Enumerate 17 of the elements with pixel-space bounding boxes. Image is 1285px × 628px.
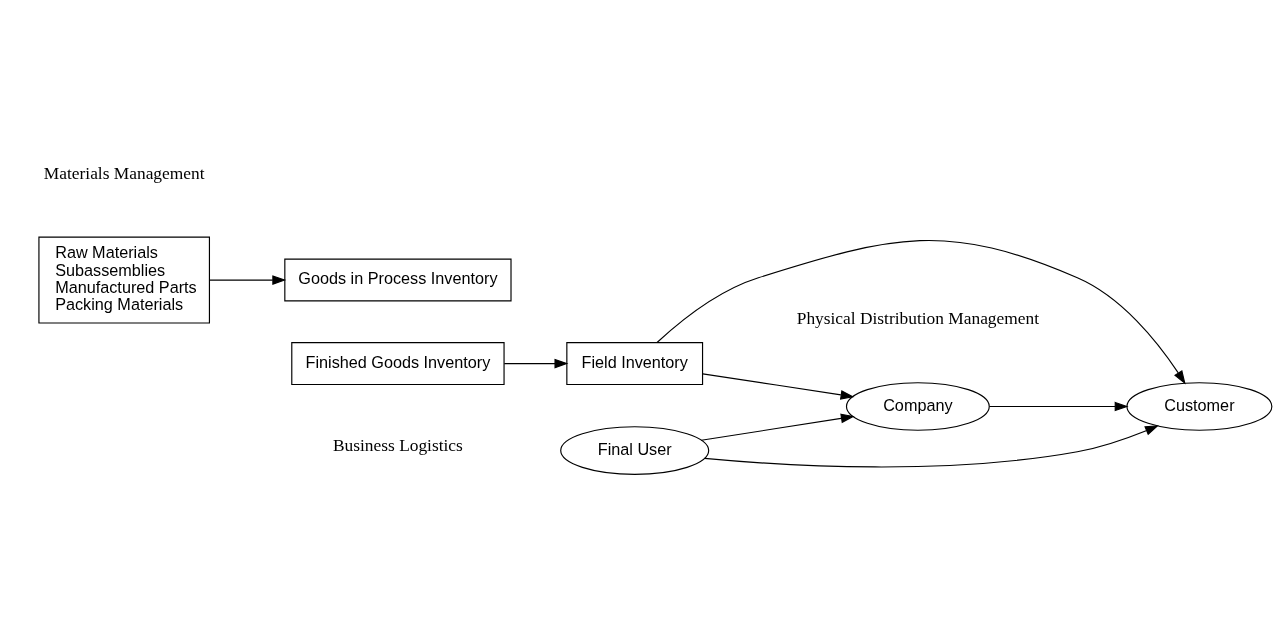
node-box: Field Inventory bbox=[566, 342, 704, 386]
arrow bbox=[209, 275, 287, 285]
label: Business Logistics bbox=[333, 436, 463, 456]
arrow bbox=[704, 425, 1159, 468]
arrow bbox=[700, 413, 855, 441]
node-box: Raw Materials Subassemblies Manufactured Parts Packing Materials bbox=[38, 236, 210, 324]
arrow bbox=[988, 401, 1129, 412]
node-ellipse: Company bbox=[845, 382, 990, 431]
label: Materials Management bbox=[43, 163, 205, 183]
node-ellipse: Customer bbox=[1126, 382, 1273, 431]
label: Physical Distribution Management bbox=[796, 308, 1039, 328]
arrow bbox=[656, 240, 1186, 385]
arrow bbox=[503, 358, 569, 369]
node-box: Goods in Process Inventory bbox=[284, 258, 512, 302]
node-box: Finished Goods Inventory bbox=[291, 342, 505, 386]
arrow bbox=[702, 373, 855, 400]
node-ellipse: Final User bbox=[560, 426, 710, 475]
